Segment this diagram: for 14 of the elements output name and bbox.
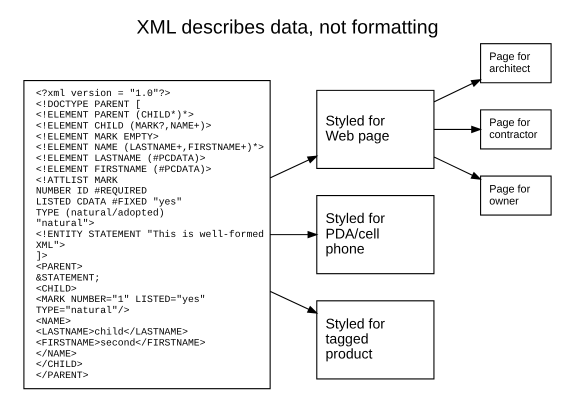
node-box: Page for architect — [480, 42, 552, 83]
node-box: Styled for Web page — [316, 89, 434, 168]
node-box: Page for owner — [480, 175, 552, 216]
node-box: <?xml version = "1.0"?> <!DOCTYPE PARENT [ <!ELEMENT PARENT (CHILD*)*> <!ELEMENT CHILD (MARK?,NAME+)> <!ELEMENT MARK EMPTY> <!ELEMENT NAME (LASTNAME+,FIRSTNAME+)*> <!ELEMENT LASTNAME (#PCDATA)> <!ELEMENT FIRSTNAME (#PCDATA)> <!ATTLIST MARK NUMBER ID #REQUIRED LISTED CDATA #FIXED "yes" TYPE (natural/adopted) "natural"> <!ENTITY STATEMENT "This is well-formed XML"> ]> <PARENT> &STATEMENT; <CHILD> <MARK NUMBER="1" LISTED="yes" TYPE="natural"/> <NAME> <LASTNAME>child</LASTNAME> <FIRSTNAME>second</FIRSTNAME> </NAME> </CHILD> </PARENT> — [23, 80, 271, 389]
arrow — [434, 125, 482, 133]
arrow — [270, 230, 318, 238]
node-box: Styled for PDA/cell phone — [316, 194, 434, 274]
arrow — [270, 290, 318, 314]
node-box: Styled for tagged product — [316, 300, 434, 379]
node-box: Page for contractor — [480, 108, 552, 149]
arrow — [434, 156, 482, 180]
arrow — [434, 78, 482, 102]
diagram-title: XML describes data, not formatting — [136, 16, 438, 38]
arrow — [270, 154, 318, 178]
